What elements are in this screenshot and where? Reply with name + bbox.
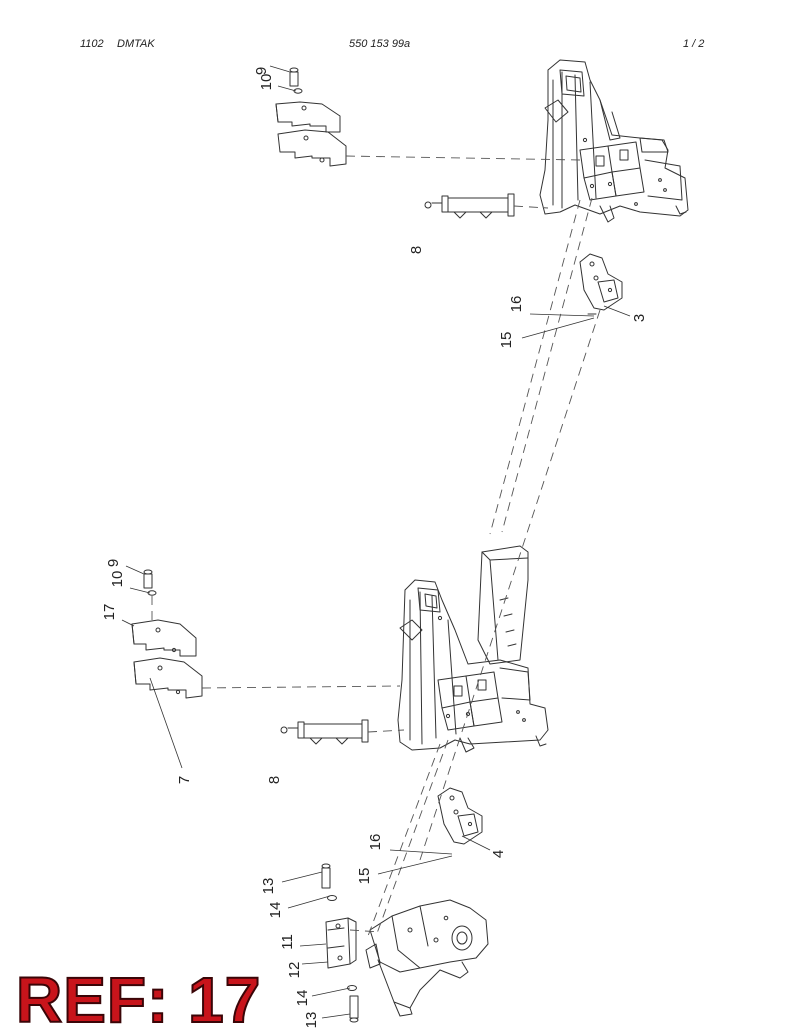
clamp-bracket-part-17 xyxy=(131,619,197,657)
middle-frame-assembly xyxy=(397,545,549,753)
callout-15-upper: 15 xyxy=(498,332,515,349)
upper-linkage-part-3 xyxy=(579,253,623,315)
upper-clamp-bracket-pair xyxy=(275,101,347,167)
middle-pin xyxy=(280,719,369,745)
upper-frame-assembly xyxy=(539,59,689,223)
leader-lines xyxy=(121,65,631,1019)
callout-14-lower: 14 xyxy=(294,990,311,1007)
bottom-pivot-assembly xyxy=(365,899,489,1017)
upper-pin xyxy=(424,193,515,219)
callout-9-middle: 9 xyxy=(105,559,122,567)
alignment-lines xyxy=(151,155,601,937)
callout-4: 4 xyxy=(490,850,507,858)
callout-14-upper: 14 xyxy=(267,902,284,919)
callout-13-lower: 13 xyxy=(303,1012,320,1029)
linkage-part-4 xyxy=(437,787,483,845)
header-part-number: 550 153 99a xyxy=(349,38,411,50)
callout-8-upper: 8 xyxy=(408,246,425,254)
callout-17: 17 xyxy=(101,604,118,621)
header-date-code: 1102 xyxy=(80,38,104,50)
bottom-bracket-part-11-12 xyxy=(325,917,357,969)
callout-8-middle: 8 xyxy=(266,776,283,784)
callout-3: 3 xyxy=(631,314,648,322)
callout-11: 11 xyxy=(279,934,296,950)
callout-16-upper: 16 xyxy=(508,296,525,313)
callout-12: 12 xyxy=(286,962,303,979)
header-model: DMTAK xyxy=(117,38,155,50)
callout-10-upper: 10 xyxy=(258,74,275,91)
callout-16-lower: 16 xyxy=(367,834,384,851)
upper-bolt-and-washer xyxy=(289,67,303,94)
callout-15-lower: 15 xyxy=(356,868,373,885)
header-page-number: 1 / 2 xyxy=(683,38,705,50)
callout-7: 7 xyxy=(176,776,193,784)
callout-9-upper: 9 xyxy=(253,67,270,75)
callout-13-upper: 13 xyxy=(260,878,277,895)
middle-bolt-and-washer xyxy=(143,569,157,596)
bottom-bolts-and-washers xyxy=(321,863,359,1023)
clamp-bracket-part-7 xyxy=(133,657,203,699)
callout-10-middle: 10 xyxy=(109,571,126,588)
reference-stamp: REF: 17 xyxy=(15,964,262,1034)
